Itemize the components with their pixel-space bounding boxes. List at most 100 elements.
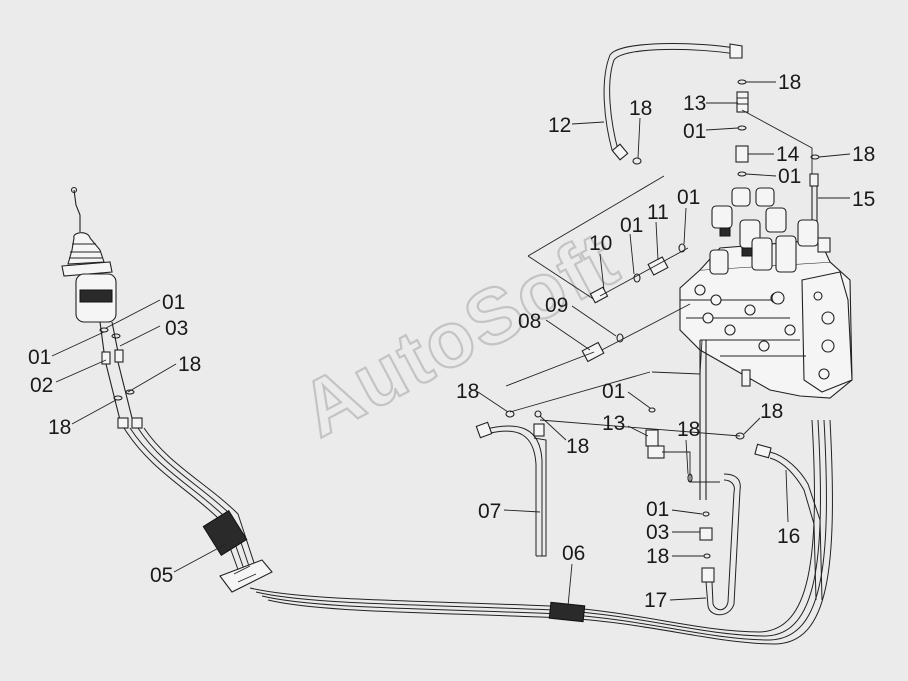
solenoid-3 bbox=[711, 205, 733, 229]
leader-18g bbox=[743, 417, 761, 435]
oring-09 bbox=[616, 333, 624, 343]
leader-08 bbox=[545, 319, 591, 351]
hose-sleeve-05 bbox=[202, 509, 248, 557]
label-01: 01 bbox=[677, 186, 700, 209]
oring-01-stack bbox=[737, 125, 747, 131]
bracket-detail bbox=[233, 565, 257, 583]
hose-05b bbox=[129, 427, 247, 576]
leader-11 bbox=[655, 221, 659, 261]
leader-01d bbox=[629, 233, 635, 275]
leader-frame-08 bbox=[505, 351, 595, 387]
pipe-valve-down bbox=[699, 340, 707, 500]
leader-01g bbox=[627, 391, 651, 409]
label-18: 18 bbox=[852, 143, 875, 166]
fitting-stack bbox=[735, 79, 820, 232]
label-18: 18 bbox=[178, 353, 201, 376]
joystick-assembly bbox=[61, 186, 143, 429]
joystick-lever bbox=[73, 189, 81, 232]
hose-07a bbox=[481, 425, 543, 556]
label-09: 09 bbox=[545, 294, 568, 317]
label-07: 07 bbox=[478, 500, 501, 523]
joystick-boot bbox=[67, 232, 105, 265]
oring-01-13 bbox=[648, 407, 656, 413]
callout-labels: 12 18 18 13 01 14 01 18 15 01 11 01 10 0… bbox=[28, 71, 875, 612]
label-18: 18 bbox=[566, 435, 589, 458]
leader-01h bbox=[671, 509, 703, 515]
leader-frame-16 bbox=[539, 419, 741, 437]
leader-07 bbox=[503, 509, 541, 513]
hose-16 bbox=[539, 419, 823, 601]
leader-18c bbox=[818, 153, 851, 158]
label-01: 01 bbox=[620, 214, 643, 237]
solenoid-1 bbox=[731, 187, 751, 207]
valve-end-section bbox=[801, 271, 853, 393]
leader-frame-left bbox=[527, 255, 599, 303]
label-15: 15 bbox=[852, 188, 875, 211]
label-01: 01 bbox=[683, 120, 706, 143]
hose-end-b bbox=[131, 417, 143, 429]
port-e bbox=[744, 304, 756, 316]
hose-05d bbox=[143, 427, 259, 576]
port-a bbox=[694, 284, 706, 296]
hose-12b bbox=[609, 48, 736, 151]
leader-18d bbox=[127, 363, 177, 393]
label-12: 12 bbox=[548, 114, 571, 137]
leader-03a bbox=[119, 325, 161, 347]
joystick-band bbox=[79, 289, 113, 303]
leader-01e bbox=[105, 299, 161, 329]
fitting-15-top bbox=[809, 173, 819, 187]
leader-18f bbox=[477, 391, 509, 413]
label-17: 17 bbox=[644, 589, 667, 612]
leader-18e bbox=[71, 399, 117, 425]
hose-sleeve-06 bbox=[548, 601, 586, 623]
leader-09 bbox=[571, 305, 617, 337]
hose-16b bbox=[769, 457, 817, 601]
tee-line bbox=[662, 451, 720, 483]
label-01: 01 bbox=[778, 165, 801, 188]
oring-01-11 bbox=[678, 243, 686, 253]
hose-bracket bbox=[219, 559, 273, 593]
hose-06c bbox=[261, 419, 827, 641]
label-01: 01 bbox=[602, 380, 625, 403]
port-k bbox=[818, 368, 830, 380]
leader-01c bbox=[683, 207, 687, 245]
hose-17a bbox=[705, 473, 741, 616]
joystick-ports bbox=[99, 321, 119, 353]
label-18: 18 bbox=[778, 71, 801, 94]
hose-12 bbox=[603, 43, 743, 165]
fitting-axis-08 bbox=[597, 303, 691, 353]
fitting-13-top bbox=[736, 91, 749, 113]
label-06: 06 bbox=[562, 542, 585, 565]
solenoid-9 bbox=[709, 249, 729, 275]
port-d bbox=[724, 324, 736, 336]
hose-12-fitting bbox=[611, 143, 629, 161]
hose-17-assembly bbox=[645, 340, 741, 616]
hose-bundle-05 bbox=[123, 427, 273, 593]
hose-05a bbox=[123, 427, 241, 576]
oring-01-10 bbox=[633, 273, 641, 283]
label-05: 05 bbox=[150, 564, 173, 587]
leader-18i bbox=[539, 415, 567, 441]
leader-17 bbox=[669, 597, 707, 601]
label-01: 01 bbox=[162, 291, 185, 314]
valve-side-fitting bbox=[817, 237, 831, 253]
watermark-text: AutoSoft bbox=[286, 214, 632, 454]
fitting-02 bbox=[101, 351, 111, 365]
leader-05 bbox=[173, 543, 227, 573]
washer-18-07b bbox=[534, 410, 542, 418]
leader-to-15 bbox=[741, 109, 813, 180]
port-g bbox=[758, 340, 770, 352]
label-02: 02 bbox=[30, 374, 53, 397]
hose-16a bbox=[769, 451, 823, 601]
solenoid-7 bbox=[751, 237, 773, 271]
watermark: AutoSoft bbox=[285, 213, 633, 455]
hose-17-fitting bbox=[701, 567, 715, 583]
label-18: 18 bbox=[456, 380, 479, 403]
port-b bbox=[710, 294, 722, 306]
label-03: 03 bbox=[646, 521, 669, 544]
joystick-knob bbox=[70, 186, 78, 194]
leader-frame-07 bbox=[509, 371, 651, 413]
solenoid-2 bbox=[755, 187, 775, 207]
fitting-13-low bbox=[645, 429, 659, 447]
